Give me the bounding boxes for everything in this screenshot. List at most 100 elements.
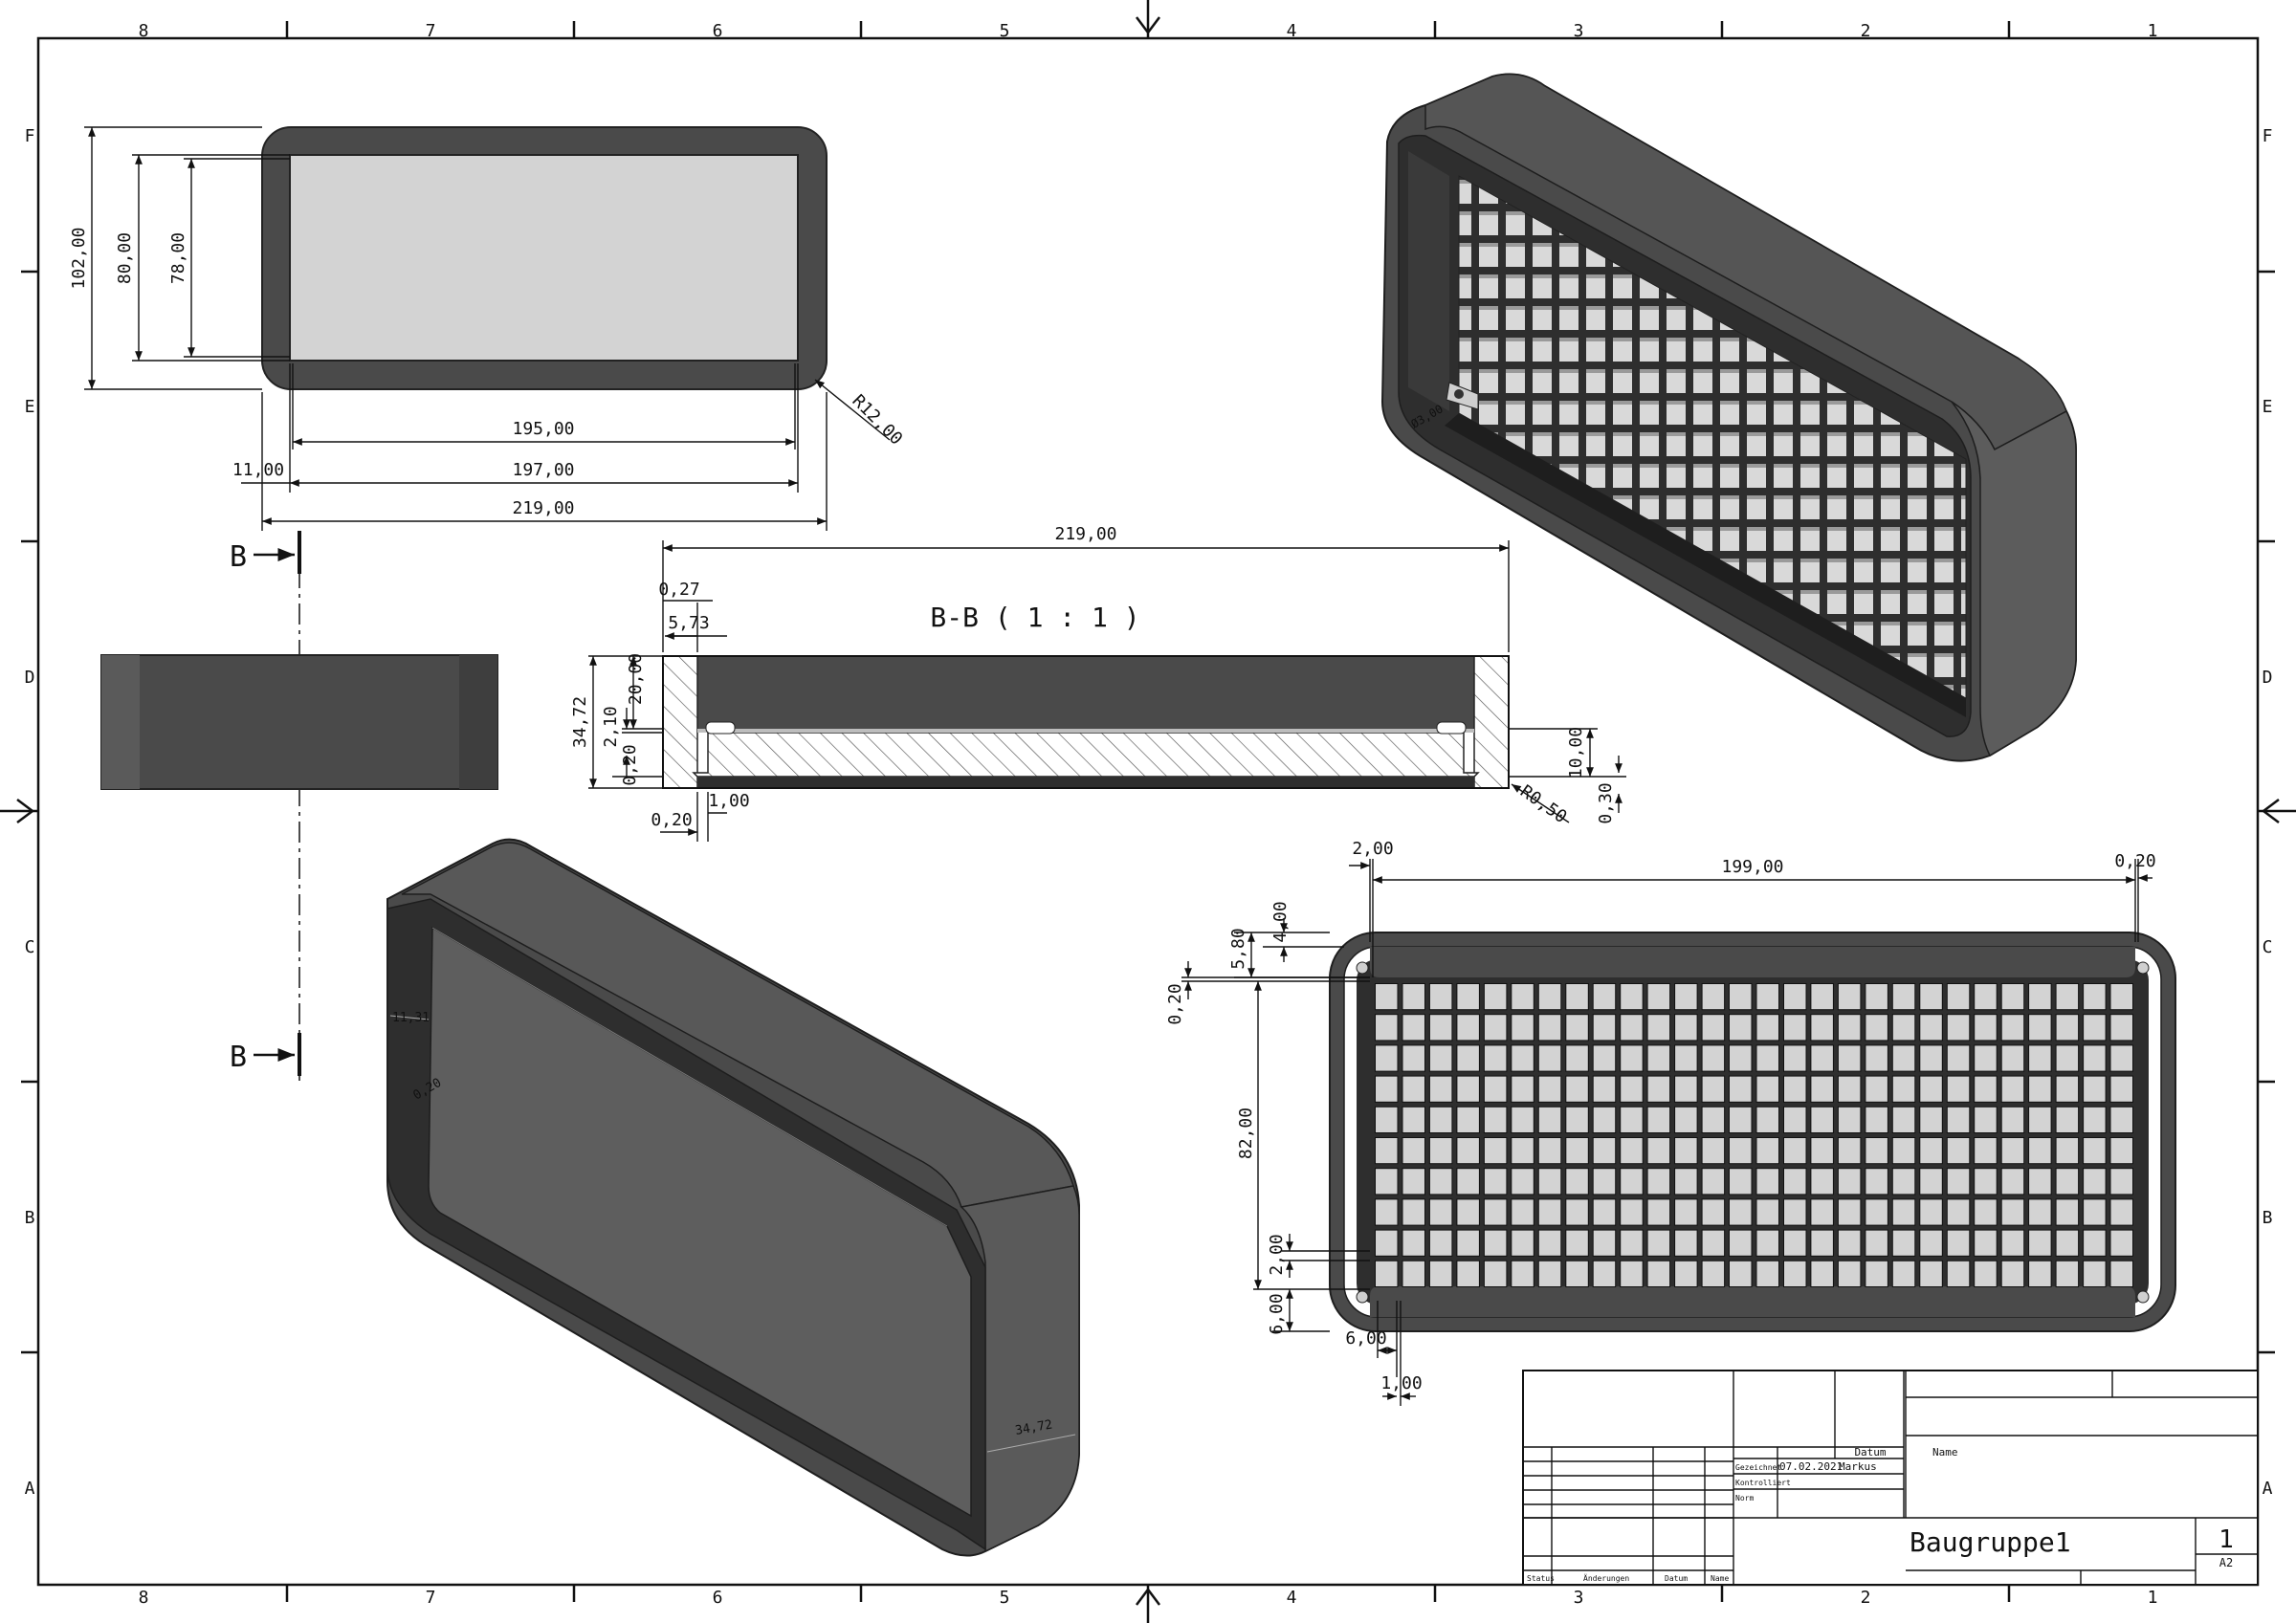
grid-cell: [2109, 1014, 2133, 1042]
grid-cell: [1783, 1137, 1807, 1165]
tb-col-datum: Datum: [1854, 1446, 1886, 1459]
grid-cell: [1402, 1044, 1425, 1072]
grid-cell: [1375, 1229, 1399, 1257]
col-label: 6: [713, 21, 723, 41]
grid-cell: [1865, 1137, 1888, 1165]
grid-cell: [2083, 1260, 2107, 1288]
grid-cell: [1483, 1229, 1508, 1257]
grid-cell: [2083, 1229, 2107, 1257]
grid-cell: [2083, 1075, 2107, 1103]
grid-cell: [1620, 1229, 1644, 1257]
grid-cell: [1646, 1075, 1671, 1103]
row-label: A: [2263, 1479, 2273, 1499]
grid-cell: [2055, 1044, 2080, 1072]
grid-cell: [2000, 1075, 2025, 1103]
grid-cell: [1483, 983, 1508, 1011]
grid-cell: [1456, 983, 1480, 1011]
grid-cell: [1511, 1229, 1534, 1257]
grid-cell: [1837, 983, 1862, 1011]
section-label-bottom: B: [230, 1041, 247, 1074]
iso-label-a: 11,31: [392, 1011, 430, 1025]
col-label: 5: [1000, 21, 1010, 41]
grid-cell: [1810, 1075, 1834, 1103]
grid-cell: [1537, 1260, 1562, 1288]
grid-cell: [1974, 1014, 1998, 1042]
grid-cell: [1483, 1075, 1508, 1103]
grid-cell: [2028, 1229, 2052, 1257]
grid-cell: [2109, 1075, 2133, 1103]
iso-view-front: 11,31 0,20 34,72: [386, 838, 1080, 1557]
grid-cell: [1865, 1198, 1888, 1226]
grid-cell: [1783, 983, 1807, 1011]
grid-cell: [1565, 1014, 1589, 1042]
dim-195: 195,00: [512, 419, 574, 439]
dim-020-bottom: 0,20: [651, 810, 692, 830]
grid-cell: [1891, 1198, 1916, 1226]
grid-cell: [1810, 1106, 1834, 1134]
grid-cell: [1755, 1137, 1779, 1165]
grid-cell: [1919, 1044, 1943, 1072]
grid-cell: [1919, 1014, 1943, 1042]
grid-cell: [1810, 1260, 1834, 1288]
grid-cell: [1375, 1137, 1399, 1165]
grid-cell: [1755, 983, 1779, 1011]
dim-11: 11,00: [232, 460, 284, 480]
grid-cell: [1537, 1075, 1562, 1103]
grid-cell: [1456, 1198, 1480, 1226]
grid-cell: [1620, 1106, 1644, 1134]
grid-cell: [1646, 1014, 1671, 1042]
grid-cell: [2055, 1198, 2080, 1226]
grid-cell: [1810, 1229, 1834, 1257]
section-wall-left: [662, 655, 698, 789]
grid-cell: [1865, 1075, 1888, 1103]
grid-cell: [1537, 983, 1562, 1011]
grid-cell: [1428, 1198, 1453, 1226]
grid-cell: [1919, 1137, 1943, 1165]
grid-cell: [1537, 1106, 1562, 1134]
grid-cell: [1620, 1075, 1644, 1103]
grid-cell: [1402, 1075, 1425, 1103]
grid-cell: [1837, 1168, 1862, 1195]
grid-cell: [2000, 1044, 2025, 1072]
grid-cell: [1565, 1137, 1589, 1165]
row-label: A: [25, 1479, 35, 1499]
grid-cell: [1810, 1044, 1834, 1072]
grid-cell: [1646, 1260, 1671, 1288]
tb-col-name: Name: [1932, 1446, 1958, 1459]
dim-030: 0,30: [1596, 782, 1616, 823]
grid-cell: [1456, 1168, 1480, 1195]
grid-cell: [1511, 1137, 1534, 1165]
grid-cell: [1511, 1168, 1534, 1195]
grid-cell: [1729, 1229, 1753, 1257]
grid-cell: [1537, 1198, 1562, 1226]
grid-cell: [1974, 1198, 1998, 1226]
grid-cell: [1891, 983, 1916, 1011]
grid-cell: [1620, 1137, 1644, 1165]
grid-cell: [1783, 1106, 1807, 1134]
grid-cell: [2028, 1168, 2052, 1195]
col-label: 1: [2148, 1588, 2158, 1608]
grid-cell: [1946, 1168, 1971, 1195]
section-plate: [692, 732, 1480, 778]
section-view-bb: B-B ( 1 : 1 ): [570, 524, 1626, 842]
col-label: 2: [1861, 1588, 1871, 1608]
grid-cell: [1919, 1168, 1943, 1195]
grid-cell: [1592, 983, 1617, 1011]
grid-cell: [2055, 1106, 2080, 1134]
col-label: 1: [2148, 21, 2158, 41]
grid-cell: [1974, 1137, 1998, 1165]
row-label: B: [2263, 1208, 2273, 1228]
grid-cell: [2000, 1229, 2025, 1257]
grid-cell: [2109, 1198, 2133, 1226]
dim-19900: 199,00: [1721, 857, 1783, 877]
grid-cell: [1755, 1198, 1779, 1226]
dim-020-top: 0,20: [2114, 851, 2155, 871]
grid-cell: [1701, 1106, 1726, 1134]
grid-cell: [1565, 983, 1589, 1011]
grid-cell: [1592, 1014, 1617, 1042]
grid-cell: [2083, 983, 2107, 1011]
row-label: F: [25, 126, 35, 146]
row-label: E: [2263, 397, 2273, 417]
dim-2000: 20,00: [626, 653, 646, 705]
